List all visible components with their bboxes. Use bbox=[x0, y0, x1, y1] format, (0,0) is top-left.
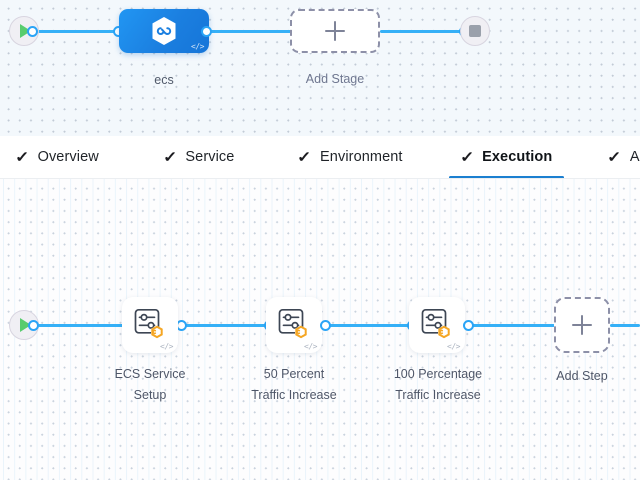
wire-step2-to-step3 bbox=[327, 324, 412, 327]
stage-canvas[interactable]: </> ecs Add Stage bbox=[0, 0, 640, 136]
tab-execution[interactable]: ✓ Execution bbox=[445, 136, 569, 178]
wire-start-to-step1 bbox=[31, 324, 136, 327]
execution-canvas[interactable]: </> ECS Service Setup </> bbox=[0, 179, 640, 480]
play-icon bbox=[20, 318, 31, 332]
check-icon: ✓ bbox=[607, 148, 622, 166]
code-glyph-icon: </> bbox=[304, 342, 317, 351]
add-stage-label: Add Stage bbox=[305, 72, 365, 86]
tab-execution-label: Execution bbox=[482, 149, 553, 165]
harness-hexagon-badge bbox=[295, 325, 307, 339]
wire-step3-to-add-step bbox=[470, 324, 555, 327]
check-icon: ✓ bbox=[15, 148, 30, 166]
stage-label-ecs: ecs bbox=[154, 73, 174, 87]
harness-hexagon-badge bbox=[151, 325, 163, 339]
check-icon: ✓ bbox=[162, 148, 178, 166]
pipeline-end-node[interactable] bbox=[460, 16, 490, 46]
tab-environment-label: Environment bbox=[320, 149, 403, 165]
tab-service[interactable]: ✓ Service bbox=[148, 136, 251, 178]
plus-icon bbox=[572, 315, 592, 335]
step-node-100-percentage-traffic-increase[interactable]: </> bbox=[409, 297, 465, 353]
add-step-button[interactable] bbox=[554, 297, 610, 353]
stop-icon bbox=[469, 25, 481, 37]
stage-config-tabs[interactable]: ✓ Overview ✓ Service ✓ Environment ✓ Exe… bbox=[0, 136, 640, 179]
check-icon: ✓ bbox=[297, 148, 312, 166]
wire-add-step-trailing bbox=[610, 324, 640, 327]
step-2-output-port[interactable] bbox=[320, 320, 331, 331]
code-glyph-icon: </> bbox=[447, 342, 460, 351]
add-stage-button[interactable] bbox=[290, 9, 380, 53]
plus-icon bbox=[325, 21, 345, 41]
step-node-ecs-service-setup[interactable]: </> bbox=[122, 297, 178, 353]
code-glyph-icon: </> bbox=[191, 42, 204, 51]
stage-node-ecs[interactable]: </> bbox=[119, 9, 209, 53]
tab-overview[interactable]: ✓ Overview bbox=[0, 136, 115, 178]
add-step-label: Add Step bbox=[556, 369, 608, 383]
harness-hexagon-icon bbox=[152, 17, 176, 45]
ecs-output-port[interactable] bbox=[201, 26, 212, 37]
play-icon bbox=[20, 24, 31, 38]
wire-ecs-to-add-stage bbox=[207, 30, 302, 33]
step-label-50-percent-traffic-increase: 50 Percent Traffic Increase bbox=[251, 367, 337, 402]
tab-advanced-label: Advanced bbox=[629, 149, 640, 165]
tab-advanced[interactable]: ✓ Advanced bbox=[592, 136, 640, 178]
harness-hexagon-badge bbox=[438, 325, 450, 339]
code-glyph-icon: </> bbox=[160, 342, 173, 351]
step-config-icon bbox=[278, 308, 307, 339]
pipeline-start-node[interactable] bbox=[9, 16, 39, 46]
wire-start-to-ecs bbox=[30, 30, 130, 33]
tab-environment[interactable]: ✓ Environment bbox=[282, 136, 418, 178]
tab-service-label: Service bbox=[185, 149, 235, 165]
step-config-icon bbox=[421, 308, 450, 339]
step-3-output-port[interactable] bbox=[463, 320, 474, 331]
wire-step1-to-step2 bbox=[183, 324, 281, 327]
execution-start-output-port[interactable] bbox=[28, 320, 39, 331]
start-output-port[interactable] bbox=[27, 26, 38, 37]
step-label-ecs-service-setup: ECS Service Setup bbox=[114, 367, 186, 402]
tab-overview-label: Overview bbox=[37, 149, 99, 165]
wire-add-stage-to-end bbox=[380, 30, 465, 33]
step-node-50-percent-traffic-increase[interactable]: </> bbox=[266, 297, 322, 353]
check-icon: ✓ bbox=[459, 148, 475, 166]
step-label-100-percentage-traffic-increase: 100 Percentage Traffic Increase bbox=[393, 367, 483, 402]
step-config-icon bbox=[134, 308, 163, 339]
